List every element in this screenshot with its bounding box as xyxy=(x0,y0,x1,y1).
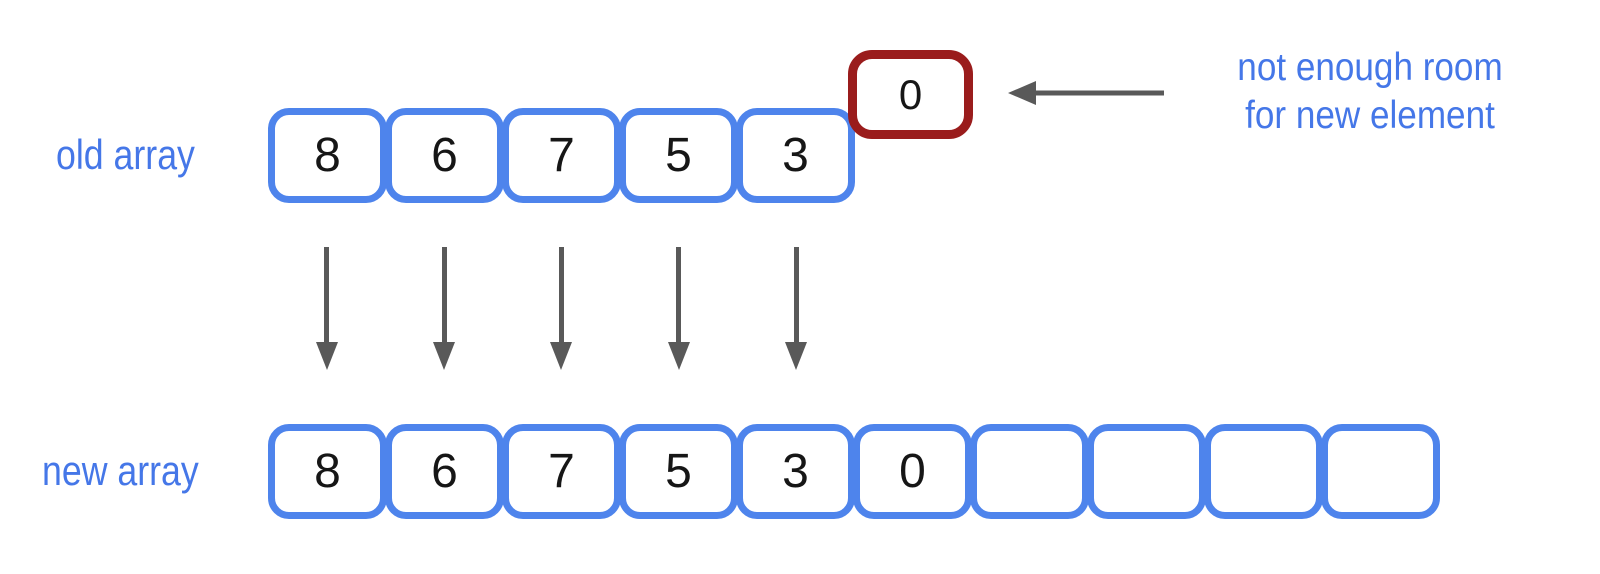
new-array-label: new array xyxy=(42,447,199,494)
annotation-line-1: not enough room xyxy=(1237,46,1503,89)
copy-arrow-icon xyxy=(268,247,385,370)
arrow-head xyxy=(315,342,338,370)
arrow-shaft xyxy=(558,247,564,342)
arrow-shaft xyxy=(324,247,330,342)
arrow-head xyxy=(433,342,456,370)
copy-arrow-icon xyxy=(738,247,855,370)
array-cell: 7 xyxy=(502,424,621,519)
copy-arrow-icon xyxy=(620,247,737,370)
array-cell: 5 xyxy=(619,424,738,519)
array-cell: 0 xyxy=(853,424,972,519)
arrow-shaft xyxy=(793,247,799,342)
old-array-label: old array xyxy=(56,131,195,178)
copy-arrow-icon xyxy=(385,247,502,370)
array-cell: 3 xyxy=(736,108,855,203)
array-cell: 7 xyxy=(502,108,621,203)
pointer-arrow-icon xyxy=(1008,81,1164,105)
array-cell: 8 xyxy=(268,108,387,203)
annotation-line-2: for new element xyxy=(1245,94,1495,137)
array-cell: 5 xyxy=(619,108,738,203)
arrow-head xyxy=(667,342,690,370)
array-cell xyxy=(1087,424,1206,519)
arrow-head xyxy=(550,342,573,370)
array-cell: 6 xyxy=(385,108,504,203)
annotation-text: not enough room for new element xyxy=(1199,44,1541,140)
array-cell: 3 xyxy=(736,424,855,519)
arrow-shaft xyxy=(676,247,682,342)
copy-arrow-icon xyxy=(503,247,620,370)
array-cell xyxy=(1204,424,1323,519)
overflow-element-box: 0 xyxy=(848,50,973,139)
arrow-shaft xyxy=(441,247,447,342)
array-cell: 6 xyxy=(385,424,504,519)
array-cell: 8 xyxy=(268,424,387,519)
copy-arrows-row xyxy=(268,247,855,370)
array-cell xyxy=(970,424,1089,519)
arrow-head xyxy=(785,342,808,370)
array-cell xyxy=(1321,424,1440,519)
